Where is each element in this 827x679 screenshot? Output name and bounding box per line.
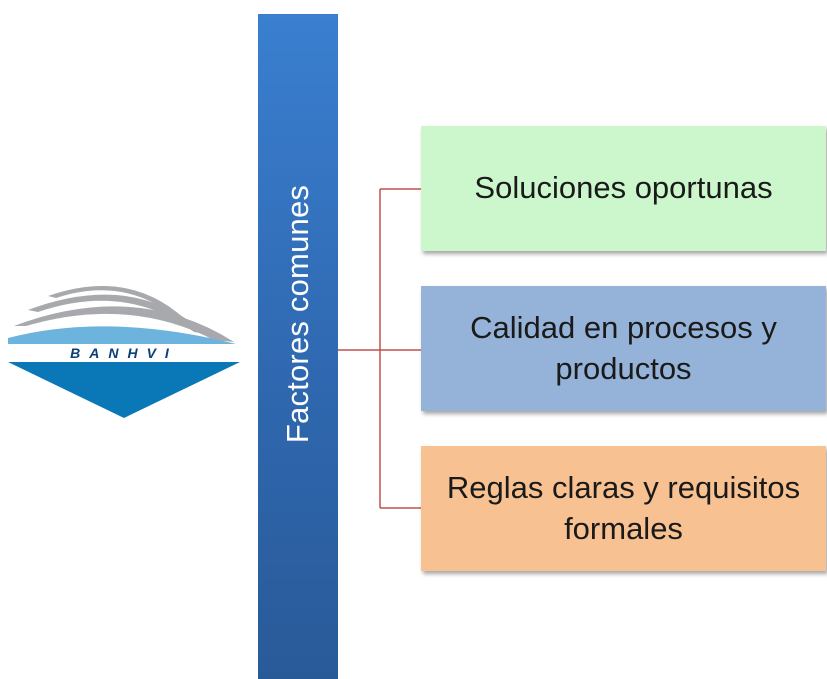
- logo-wave: [8, 326, 236, 344]
- factor-box-label: Reglas claras y requisitos formales: [446, 470, 801, 546]
- common-factors-label: Factores comunes: [280, 184, 315, 444]
- banhvi-logo: BANHVI: [8, 272, 240, 422]
- logo-text-band: [8, 344, 240, 362]
- logo-text: BANHVI: [70, 345, 178, 361]
- logo-arc-bottom: [14, 306, 234, 342]
- factor-box-soluciones: Soluciones oportunas: [421, 126, 826, 251]
- common-factors-bar: Factores comunes: [258, 14, 338, 679]
- banhvi-logo-graphic: BANHVI: [8, 286, 240, 418]
- logo-arc-top: [48, 286, 192, 326]
- factor-box-reglas: Reglas claras y requisitos formales: [421, 446, 826, 571]
- logo-triangle: [8, 362, 240, 418]
- factor-box-label: Soluciones oportunas: [474, 170, 773, 206]
- factor-box-label: Calidad en procesos y productos: [470, 310, 777, 386]
- factor-box-calidad: Calidad en procesos y productos: [421, 286, 826, 411]
